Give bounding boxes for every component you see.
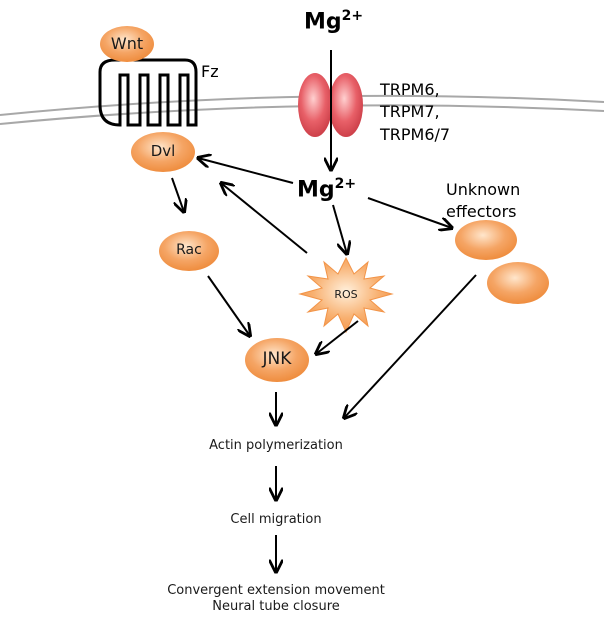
jnk-oval	[245, 338, 309, 382]
arrow-rac-to-jnk	[207, 275, 250, 336]
ros-label: ROS	[334, 288, 358, 301]
mg-top-label: Mg2+	[304, 8, 364, 35]
jnk-label: JNK	[262, 349, 292, 369]
arrow-effector-to-actin	[344, 274, 477, 418]
effector-oval-2	[487, 262, 549, 304]
channel-label-2: TRPM7,	[380, 102, 440, 121]
mg-mid-label: Mg2+	[297, 176, 357, 203]
cell-migration-label: Cell migration	[230, 512, 322, 527]
dvl-label: Dvl	[150, 142, 176, 160]
dvl-oval	[131, 132, 195, 172]
trpm-channel	[298, 73, 363, 137]
arrow-ros-to-dvl	[221, 183, 308, 254]
fz-top-loop	[98, 58, 198, 73]
arrow-mg-to-ros	[332, 204, 347, 254]
arrows	[171, 50, 477, 572]
channel-label-3: TRPM6/7	[380, 125, 451, 144]
convergent-extension-label: Convergent extension movement	[167, 583, 385, 598]
wnt-oval	[100, 26, 154, 62]
effector-oval-1	[455, 220, 517, 260]
arrow-mg-to-effectors	[367, 197, 452, 228]
channel-label-1: TRPM6,	[380, 80, 440, 99]
fz-label: Fz	[201, 62, 219, 81]
fz-receptor	[98, 72, 198, 127]
effectors-label-1: Unknown	[446, 180, 521, 199]
arrow-ros-to-jnk	[316, 320, 359, 354]
rac-oval	[159, 231, 219, 271]
effectors-label-2: effectors	[446, 202, 517, 221]
neural-tube-closure-label: Neural tube closure	[212, 599, 340, 614]
ros-starburst	[298, 256, 394, 334]
wnt-label: Wnt	[110, 34, 144, 53]
rac-label: Rac	[176, 242, 202, 258]
arrow-dvl-to-rac	[171, 177, 184, 212]
arrow-mg-to-dvl	[198, 158, 294, 184]
actin-polymerization-label: Actin polymerization	[209, 438, 343, 453]
